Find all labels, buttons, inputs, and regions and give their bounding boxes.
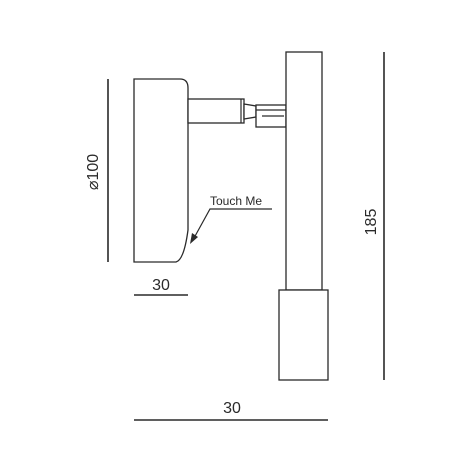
arm-neck xyxy=(243,103,257,120)
touch-arrowhead-icon xyxy=(190,233,198,244)
touch-label: Touch Me xyxy=(210,194,262,208)
head-depth-label: 30 xyxy=(152,277,170,294)
wall-bar xyxy=(285,51,323,291)
lamp-head xyxy=(133,78,189,263)
overall-depth-label: 30 xyxy=(223,400,241,417)
diameter-label: ⌀100 xyxy=(85,154,102,190)
base-block xyxy=(278,289,329,381)
connector-arm xyxy=(187,98,245,124)
height-label: 185 xyxy=(363,209,380,236)
touch-leader-line xyxy=(193,208,272,239)
